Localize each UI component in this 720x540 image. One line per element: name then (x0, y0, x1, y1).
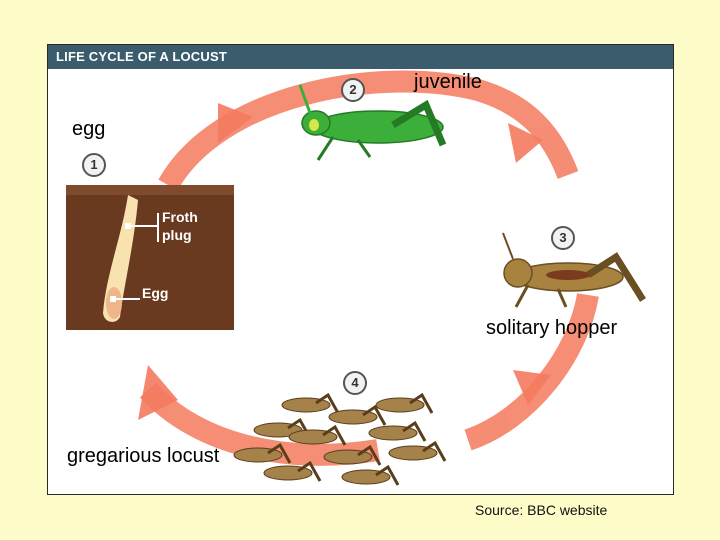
stage-label-egg: egg (72, 118, 106, 140)
stage-number-2: 2 (341, 78, 365, 102)
swarm-locust (281, 392, 340, 414)
diagram-title: LIFE CYCLE OF A LOCUST (48, 45, 673, 69)
swarm-locust (328, 404, 387, 426)
arrowhead-top-right (508, 123, 543, 163)
stage-number-4: 4 (343, 371, 367, 395)
cycle-arrowheads (138, 103, 551, 420)
arrowhead-left (138, 365, 178, 420)
swarm-locust (368, 420, 427, 442)
soil-inset: Froth plug Egg (66, 185, 234, 330)
arrowhead-top-left (218, 103, 253, 143)
diagram-panel: Froth plug Egg (47, 44, 674, 495)
egg-inset-label: Egg (142, 285, 168, 301)
swarm-locust (375, 392, 434, 414)
juvenile-locust-illustration (298, 84, 447, 161)
swarm-locust (233, 442, 292, 464)
stage-number-1: 1 (82, 153, 106, 177)
arrowhead-right (513, 370, 551, 405)
solitary-hopper-illustration (502, 232, 646, 308)
swarm-locust (341, 464, 400, 486)
swarm-locust (263, 460, 322, 482)
stage-label-gregarious-locust: gregarious locust (67, 445, 220, 467)
egg (106, 287, 122, 319)
stage-label-juvenile: juvenile (414, 71, 482, 93)
swarm-locust (323, 444, 382, 466)
swarm-locust (388, 440, 447, 462)
source-credit: Source: BBC website (475, 502, 608, 518)
diagram-canvas: Froth plug Egg (66, 70, 646, 486)
froth-label-line1: Froth (162, 209, 198, 225)
gregarious-swarm-illustration (233, 392, 447, 486)
stage-number-3: 3 (551, 226, 575, 250)
swarm-locust (253, 417, 312, 439)
swarm-locust (288, 424, 347, 446)
stage-label-solitary-hopper: solitary hopper (486, 317, 618, 339)
arrow-right (464, 292, 599, 451)
froth-label-line2: plug (162, 227, 192, 243)
